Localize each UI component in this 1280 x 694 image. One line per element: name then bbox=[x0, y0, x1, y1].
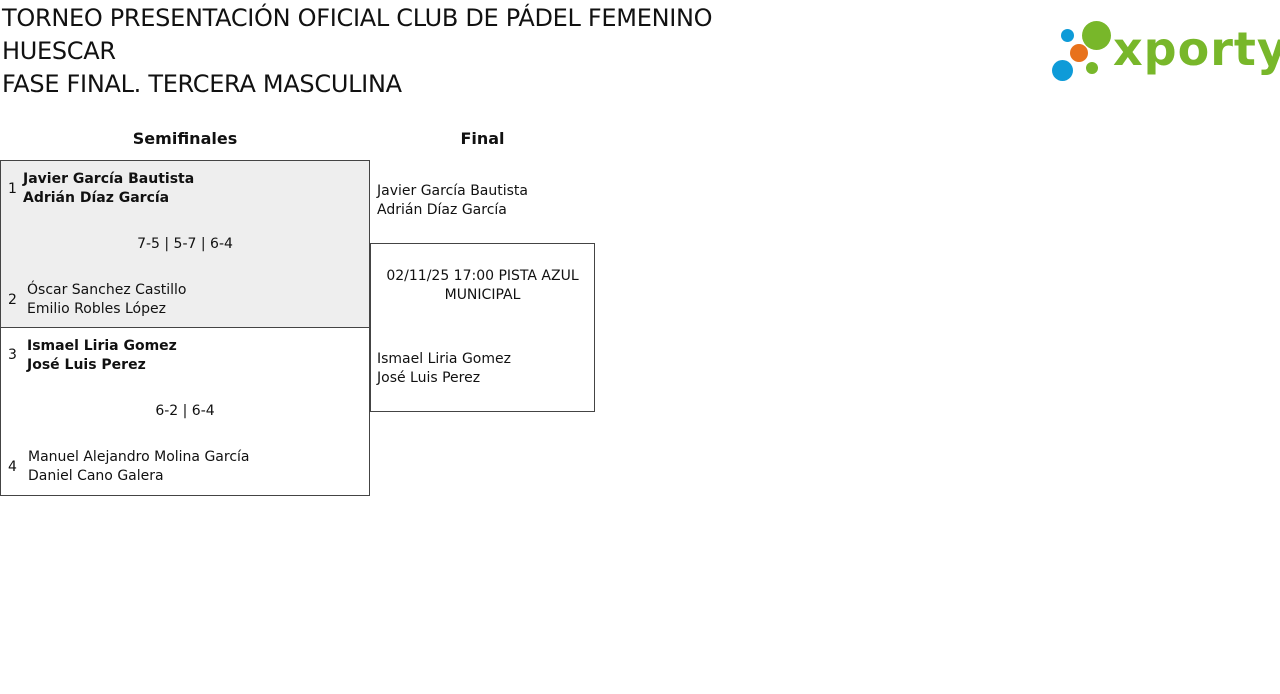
player-name: Daniel Cano Galera bbox=[28, 468, 164, 484]
title-line-tournament: TORNEO PRESENTACIÓN OFICIAL CLUB DE PÁDE… bbox=[2, 4, 713, 32]
player-name: Adrián Díaz García bbox=[377, 202, 507, 218]
xporty-logo: xporty bbox=[1050, 18, 1280, 84]
page-title: TORNEO PRESENTACIÓN OFICIAL CLUB DE PÁDE… bbox=[2, 2, 902, 101]
player-name: José Luis Perez bbox=[27, 357, 146, 373]
match-score: 7-5 | 5-7 | 6-4 bbox=[137, 236, 233, 252]
pair-loser: Manuel Alejandro Molina García Daniel Ca… bbox=[28, 448, 250, 486]
logo-dot-orange bbox=[1070, 44, 1088, 62]
seed-number: 4 bbox=[8, 459, 17, 475]
pair-winner: Javier García Bautista Adrián Díaz Garcí… bbox=[23, 170, 194, 208]
title-line-phase: FASE FINAL. TERCERA MASCULINA bbox=[2, 70, 402, 98]
final-match[interactable]: 02/11/25 17:00 PISTA AZUL MUNICIPAL Isma… bbox=[370, 243, 595, 412]
column-header-final: Final bbox=[460, 129, 505, 148]
player-name: Adrián Díaz García bbox=[23, 190, 170, 206]
semifinal-match-1[interactable]: 1 Javier García Bautista Adrián Díaz Gar… bbox=[0, 160, 370, 329]
match-score: 6-2 | 6-4 bbox=[155, 403, 215, 419]
final-pair-top: Javier García Bautista Adrián Díaz Garcí… bbox=[377, 182, 528, 220]
title-line-location: HUESCAR bbox=[2, 37, 116, 65]
seed-number: 2 bbox=[8, 292, 17, 308]
semifinal-match-2[interactable]: 3 Ismael Liria Gomez José Luis Perez 6-2… bbox=[0, 327, 370, 496]
player-name: Javier García Bautista bbox=[23, 171, 195, 187]
player-name: Emilio Robles López bbox=[27, 301, 166, 317]
column-header-semifinals: Semifinales bbox=[132, 129, 238, 148]
player-name: José Luis Perez bbox=[377, 370, 481, 386]
player-name: Ismael Liria Gomez bbox=[27, 338, 177, 354]
logo-dot-blue-small bbox=[1061, 29, 1074, 42]
player-name: Ismael Liria Gomez bbox=[377, 351, 511, 367]
final-pair-bottom: Ismael Liria Gomez José Luis Perez bbox=[377, 350, 511, 388]
logo-dot-blue-large bbox=[1052, 60, 1073, 81]
logo-dot-green-small bbox=[1086, 62, 1098, 74]
logo-wordmark: xporty bbox=[1113, 22, 1280, 76]
seed-number: 3 bbox=[8, 347, 17, 363]
player-name: Javier García Bautista bbox=[377, 183, 528, 199]
match-schedule: 02/11/25 17:00 PISTA AZUL MUNICIPAL bbox=[386, 268, 579, 303]
seed-number: 1 bbox=[8, 181, 17, 197]
player-name: Óscar Sanchez Castillo bbox=[27, 282, 187, 298]
pair-winner: Ismael Liria Gomez José Luis Perez bbox=[27, 337, 177, 375]
logo-dot-green-large bbox=[1082, 21, 1111, 50]
player-name: Manuel Alejandro Molina García bbox=[28, 449, 250, 465]
pair-loser: Óscar Sanchez Castillo Emilio Robles Lóp… bbox=[27, 281, 187, 319]
